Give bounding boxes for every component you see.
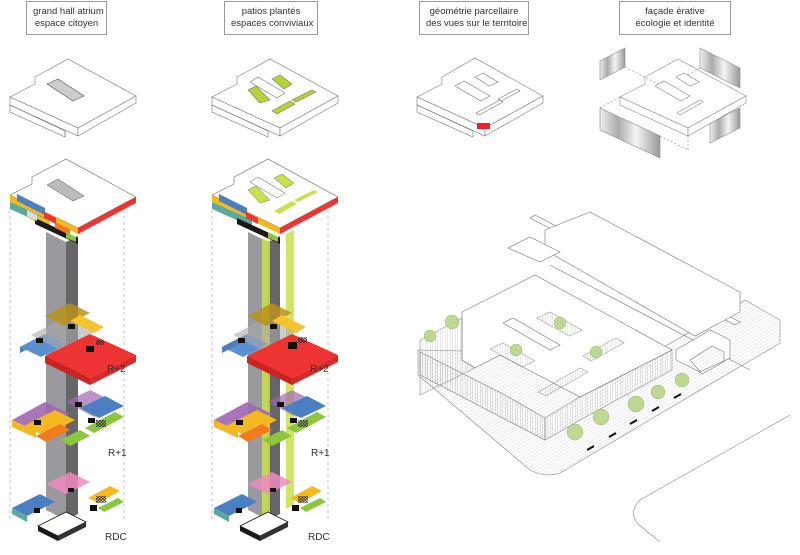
street-curb <box>633 414 791 543</box>
concept-box-geometry: géométrie parcellaire des vues sur le te… <box>419 1 529 35</box>
level-label-rdc: RDC <box>308 532 330 543</box>
concept-title: patios plantés <box>241 6 301 17</box>
tree-icon <box>553 316 567 330</box>
floor-r2 <box>20 303 136 385</box>
tree-icon <box>444 314 460 330</box>
tower-atrium: R+2 R+1 <box>9 158 137 543</box>
concept-slab-patios <box>211 58 339 138</box>
concept-box-atrium: grand hall atrium espace citoyen <box>26 1 107 35</box>
atrium-column <box>46 232 66 520</box>
tree-icon <box>509 343 523 357</box>
tree-icon <box>674 372 690 388</box>
concept-subtitle: espace citoyen <box>34 18 99 29</box>
concept-slab-geometry <box>416 57 544 138</box>
facade-east <box>544 349 673 441</box>
trees <box>423 314 690 441</box>
floor-r1 <box>214 390 326 446</box>
concept-slab-atrium <box>9 58 137 138</box>
tree-icon <box>423 329 437 343</box>
floor-r1 <box>12 390 124 446</box>
concept-box-patios: patios plantés espaces conviviaux <box>224 1 318 35</box>
concept-facade-exploded <box>599 47 747 159</box>
parcel-marker <box>477 123 490 129</box>
tree-icon <box>566 423 584 441</box>
patio <box>502 317 561 351</box>
floor-rdc <box>12 472 124 541</box>
concept-title: géométrie parcellaire <box>429 6 519 17</box>
tower-patios: R+2 R+1 <box>211 158 339 543</box>
tree-icon <box>592 408 610 426</box>
concept-title: grand hall atrium <box>33 6 104 17</box>
concept-subtitle: espaces conviviaux <box>231 18 314 29</box>
concept-subtitle: des vues sur le territoire <box>426 18 528 29</box>
level-label-r2: R+2 <box>107 364 126 375</box>
floor-r2 <box>222 303 338 385</box>
concept-subtitle: écologie et identité <box>635 18 715 29</box>
floor-rdc <box>214 472 326 541</box>
tree-icon <box>627 395 645 413</box>
atrium-void <box>46 78 85 102</box>
tree-icon <box>650 384 666 400</box>
level-label-r2: R+2 <box>310 364 329 375</box>
level-label-r1: R+1 <box>108 448 127 459</box>
level-label-r1: R+1 <box>311 448 330 459</box>
concept-title: façade érative <box>645 6 705 17</box>
tree-icon <box>589 345 603 359</box>
patio <box>537 367 589 397</box>
building-axonometric <box>417 211 791 543</box>
street-markings <box>586 393 682 451</box>
concept-box-facade: façade érative écologie et identité <box>619 1 731 35</box>
level-label-rdc: RDC <box>105 532 127 543</box>
